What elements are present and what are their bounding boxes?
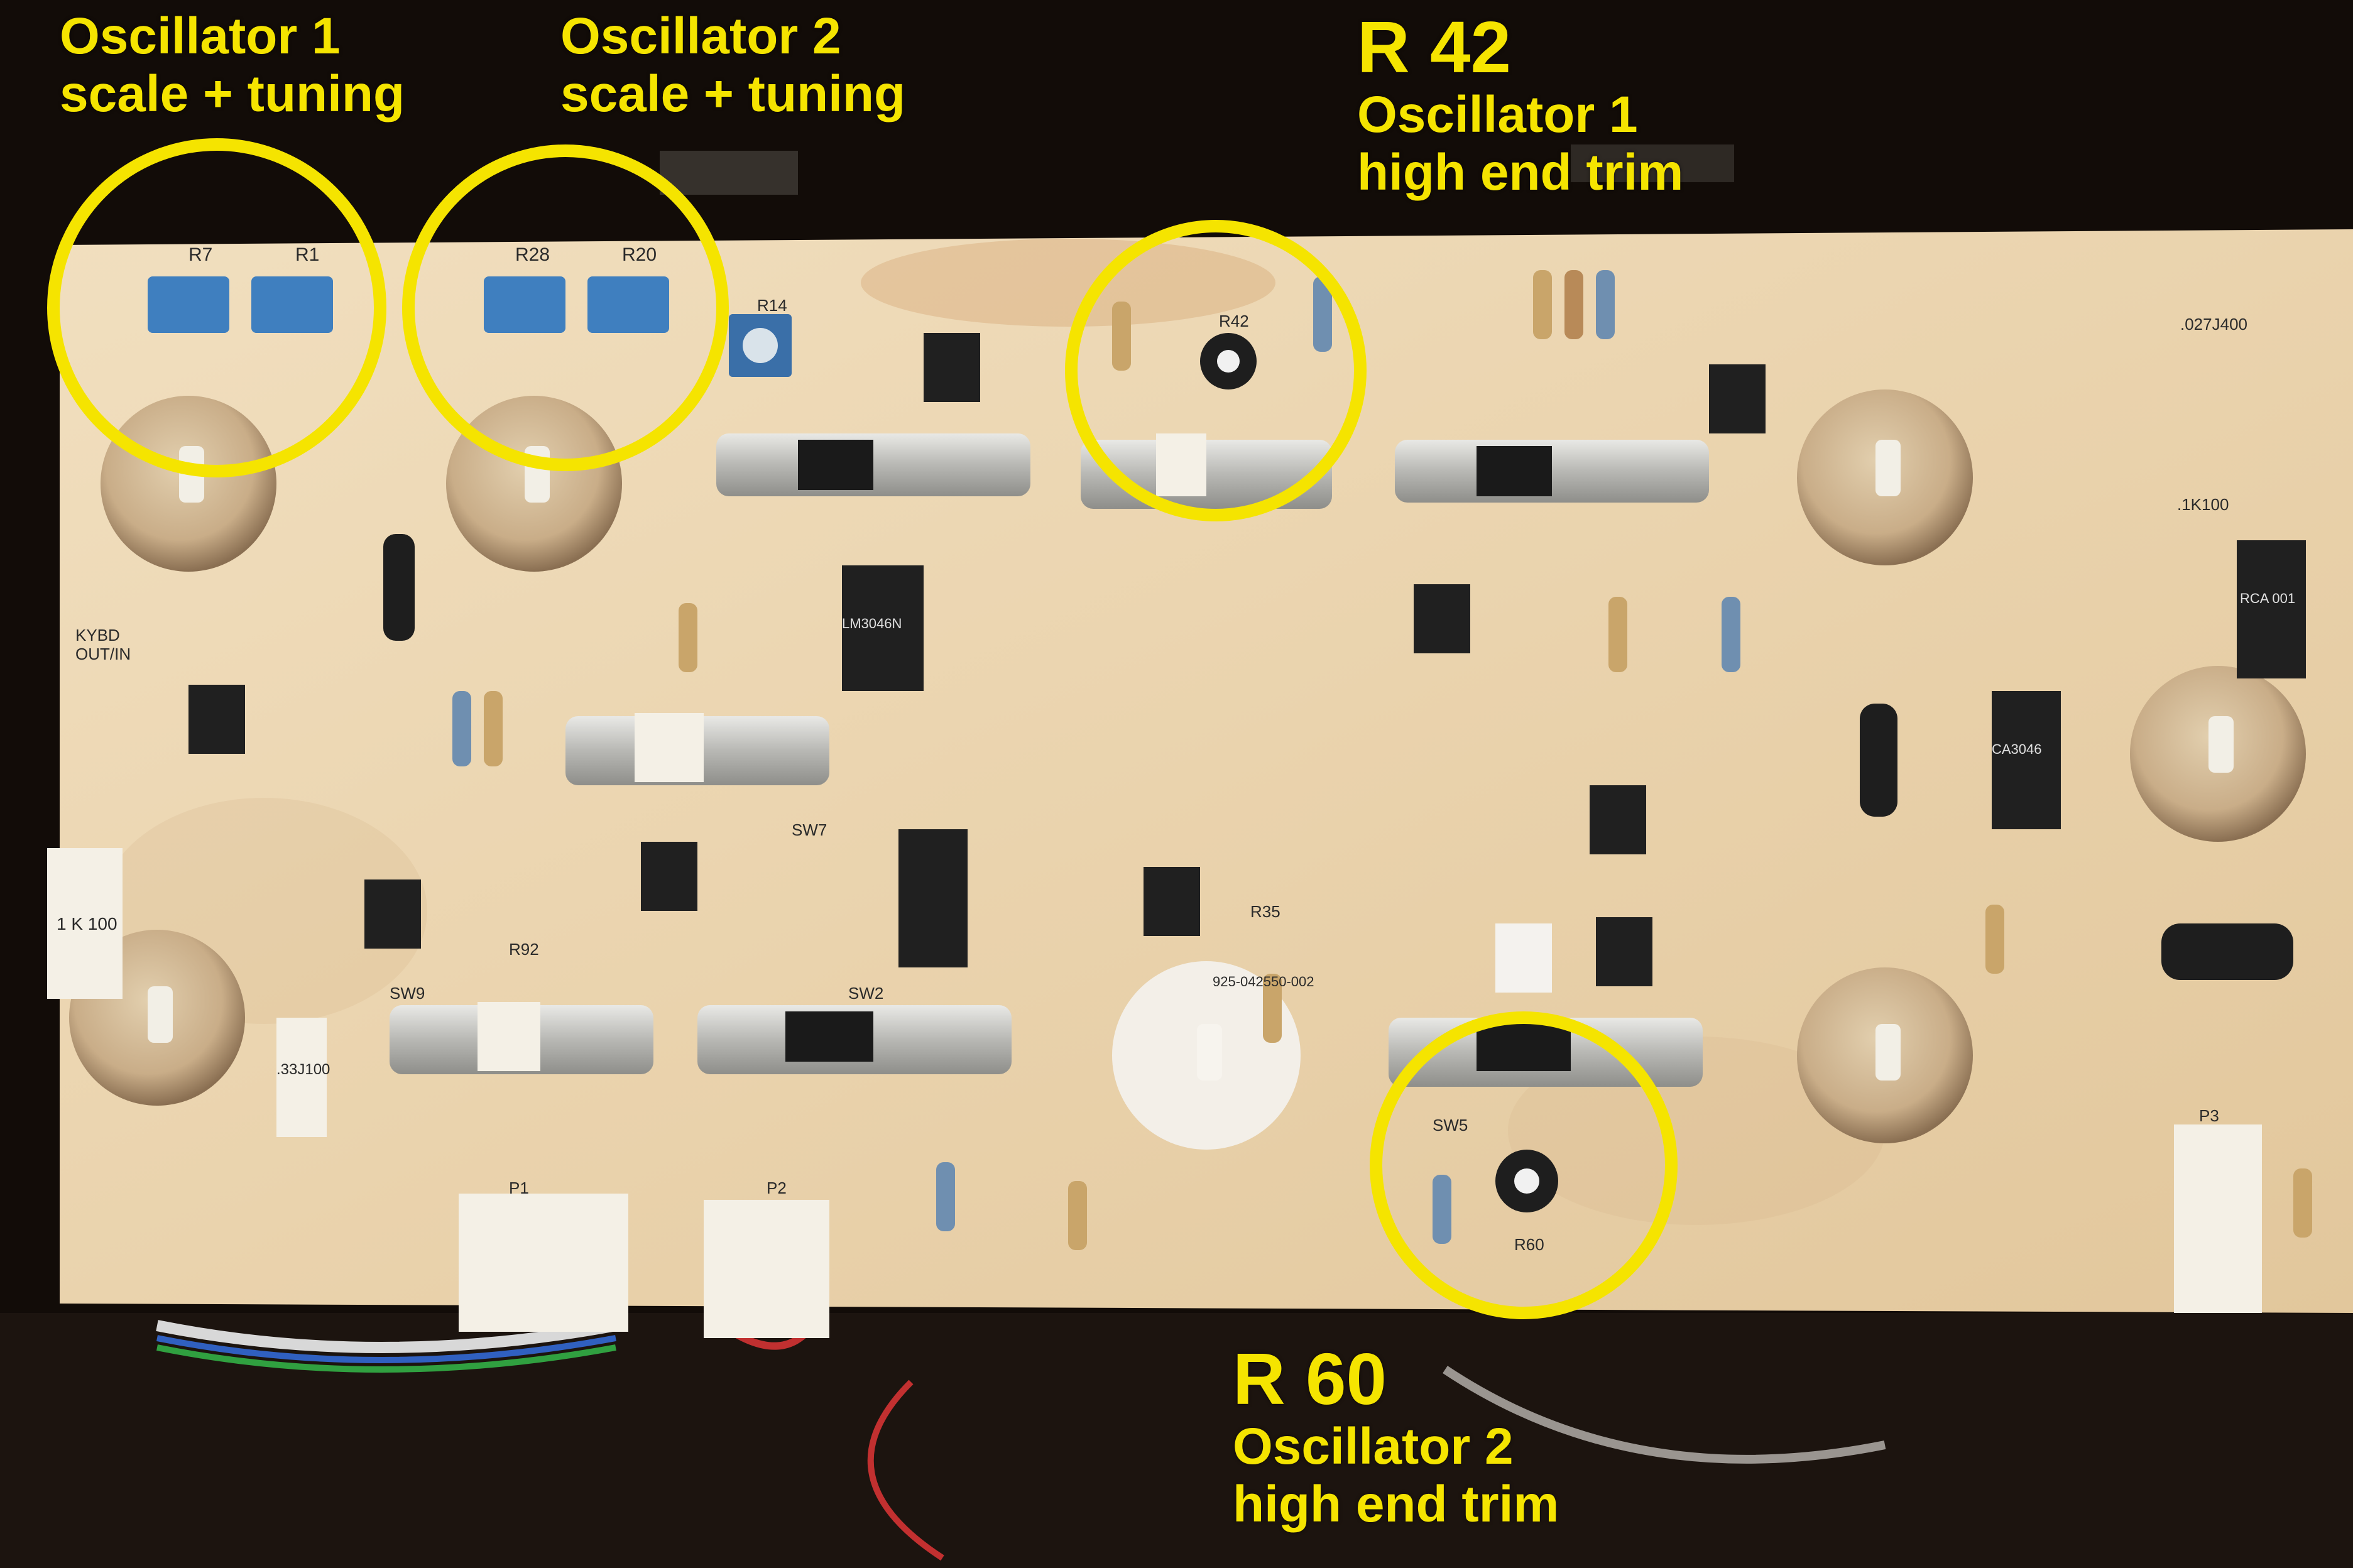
label-osc2-line2: scale + tuning	[560, 65, 906, 122]
silk-cap-027: .027J400	[2180, 315, 2247, 334]
trimmer-r42	[1200, 333, 1257, 389]
silk-sw7: SW7	[792, 820, 827, 839]
label-osc1-line1: Oscillator 1	[60, 8, 341, 65]
label-osc2-line1: Oscillator 2	[560, 8, 841, 65]
label-osc1-scale: Oscillator 1 scale + tuning	[60, 8, 405, 123]
label-r60-line1: Oscillator 2	[1233, 1417, 1514, 1475]
label-r60-ref: R 60	[1233, 1338, 1387, 1420]
potentiometer-2	[446, 396, 622, 572]
scale-tuning-resistors	[148, 276, 792, 377]
circle-r42	[1065, 220, 1367, 521]
potentiometer-5	[1797, 389, 1973, 565]
silk-p2: P2	[767, 1179, 787, 1197]
silk-kybd: KYBD	[75, 626, 120, 645]
capacitors	[47, 534, 2293, 1137]
silk-r92: R92	[509, 940, 539, 959]
silk-sw2: SW2	[848, 984, 883, 1003]
chip-lm3046: LM3046N	[842, 616, 902, 631]
circle-osc1-scale	[47, 138, 386, 477]
label-r42-line2: high end trim	[1357, 143, 1684, 201]
circle-r60	[1370, 1011, 1678, 1319]
trimmer-r60	[1495, 1150, 1558, 1212]
circle-osc2-scale	[402, 144, 729, 471]
label-osc1-line2: scale + tuning	[60, 65, 405, 122]
label-r42-ref: R 42	[1357, 6, 1512, 88]
silk-pot-code: 925-042550-002	[1213, 974, 1314, 989]
silk-r14: R14	[757, 296, 787, 315]
silk-sw5: SW5	[1433, 1116, 1468, 1135]
silk-1k100: 1 K 100	[57, 914, 117, 934]
silk-r35: R35	[1250, 902, 1280, 921]
silk-r28: R28	[515, 244, 550, 265]
silk-out-in: OUT/IN	[75, 645, 131, 663]
potentiometer-6	[2130, 666, 2306, 842]
silk-sw9: SW9	[390, 984, 425, 1003]
integrated-circuits	[188, 333, 2306, 993]
connectors	[459, 1124, 2262, 1338]
chip-rca001: RCA 001	[2240, 591, 2295, 606]
silk-p3: P3	[2199, 1106, 2219, 1125]
silk-cap-33: .33J100	[276, 1061, 330, 1078]
label-r42-line1: Oscillator 1	[1357, 85, 1638, 143]
silk-cap-1k100: .1K100	[2177, 495, 2229, 514]
silk-r1: R1	[295, 244, 319, 265]
silk-r7: R7	[188, 244, 212, 265]
chip-ca3046: CA3046	[1992, 741, 2042, 757]
silk-r60: R60	[1514, 1235, 1544, 1254]
silk-r42: R42	[1219, 312, 1249, 330]
potentiometer-7	[1797, 967, 1973, 1143]
label-r60-line2: high end trim	[1233, 1475, 1559, 1533]
silk-p1: P1	[509, 1179, 529, 1197]
label-osc2-scale: Oscillator 2 scale + tuning	[560, 8, 905, 123]
silk-r20: R20	[622, 244, 657, 265]
slide-switches	[390, 433, 1709, 1087]
label-r42: R 42 Oscillator 1 high end trim	[1357, 9, 1683, 201]
label-r60: R 60 Oscillator 2 high end trim	[1233, 1341, 1559, 1533]
potentiometer-4	[1112, 961, 1301, 1150]
resistor-array	[452, 270, 2312, 1250]
highlight-circles	[47, 138, 1678, 1319]
potentiometer-1	[101, 396, 276, 572]
